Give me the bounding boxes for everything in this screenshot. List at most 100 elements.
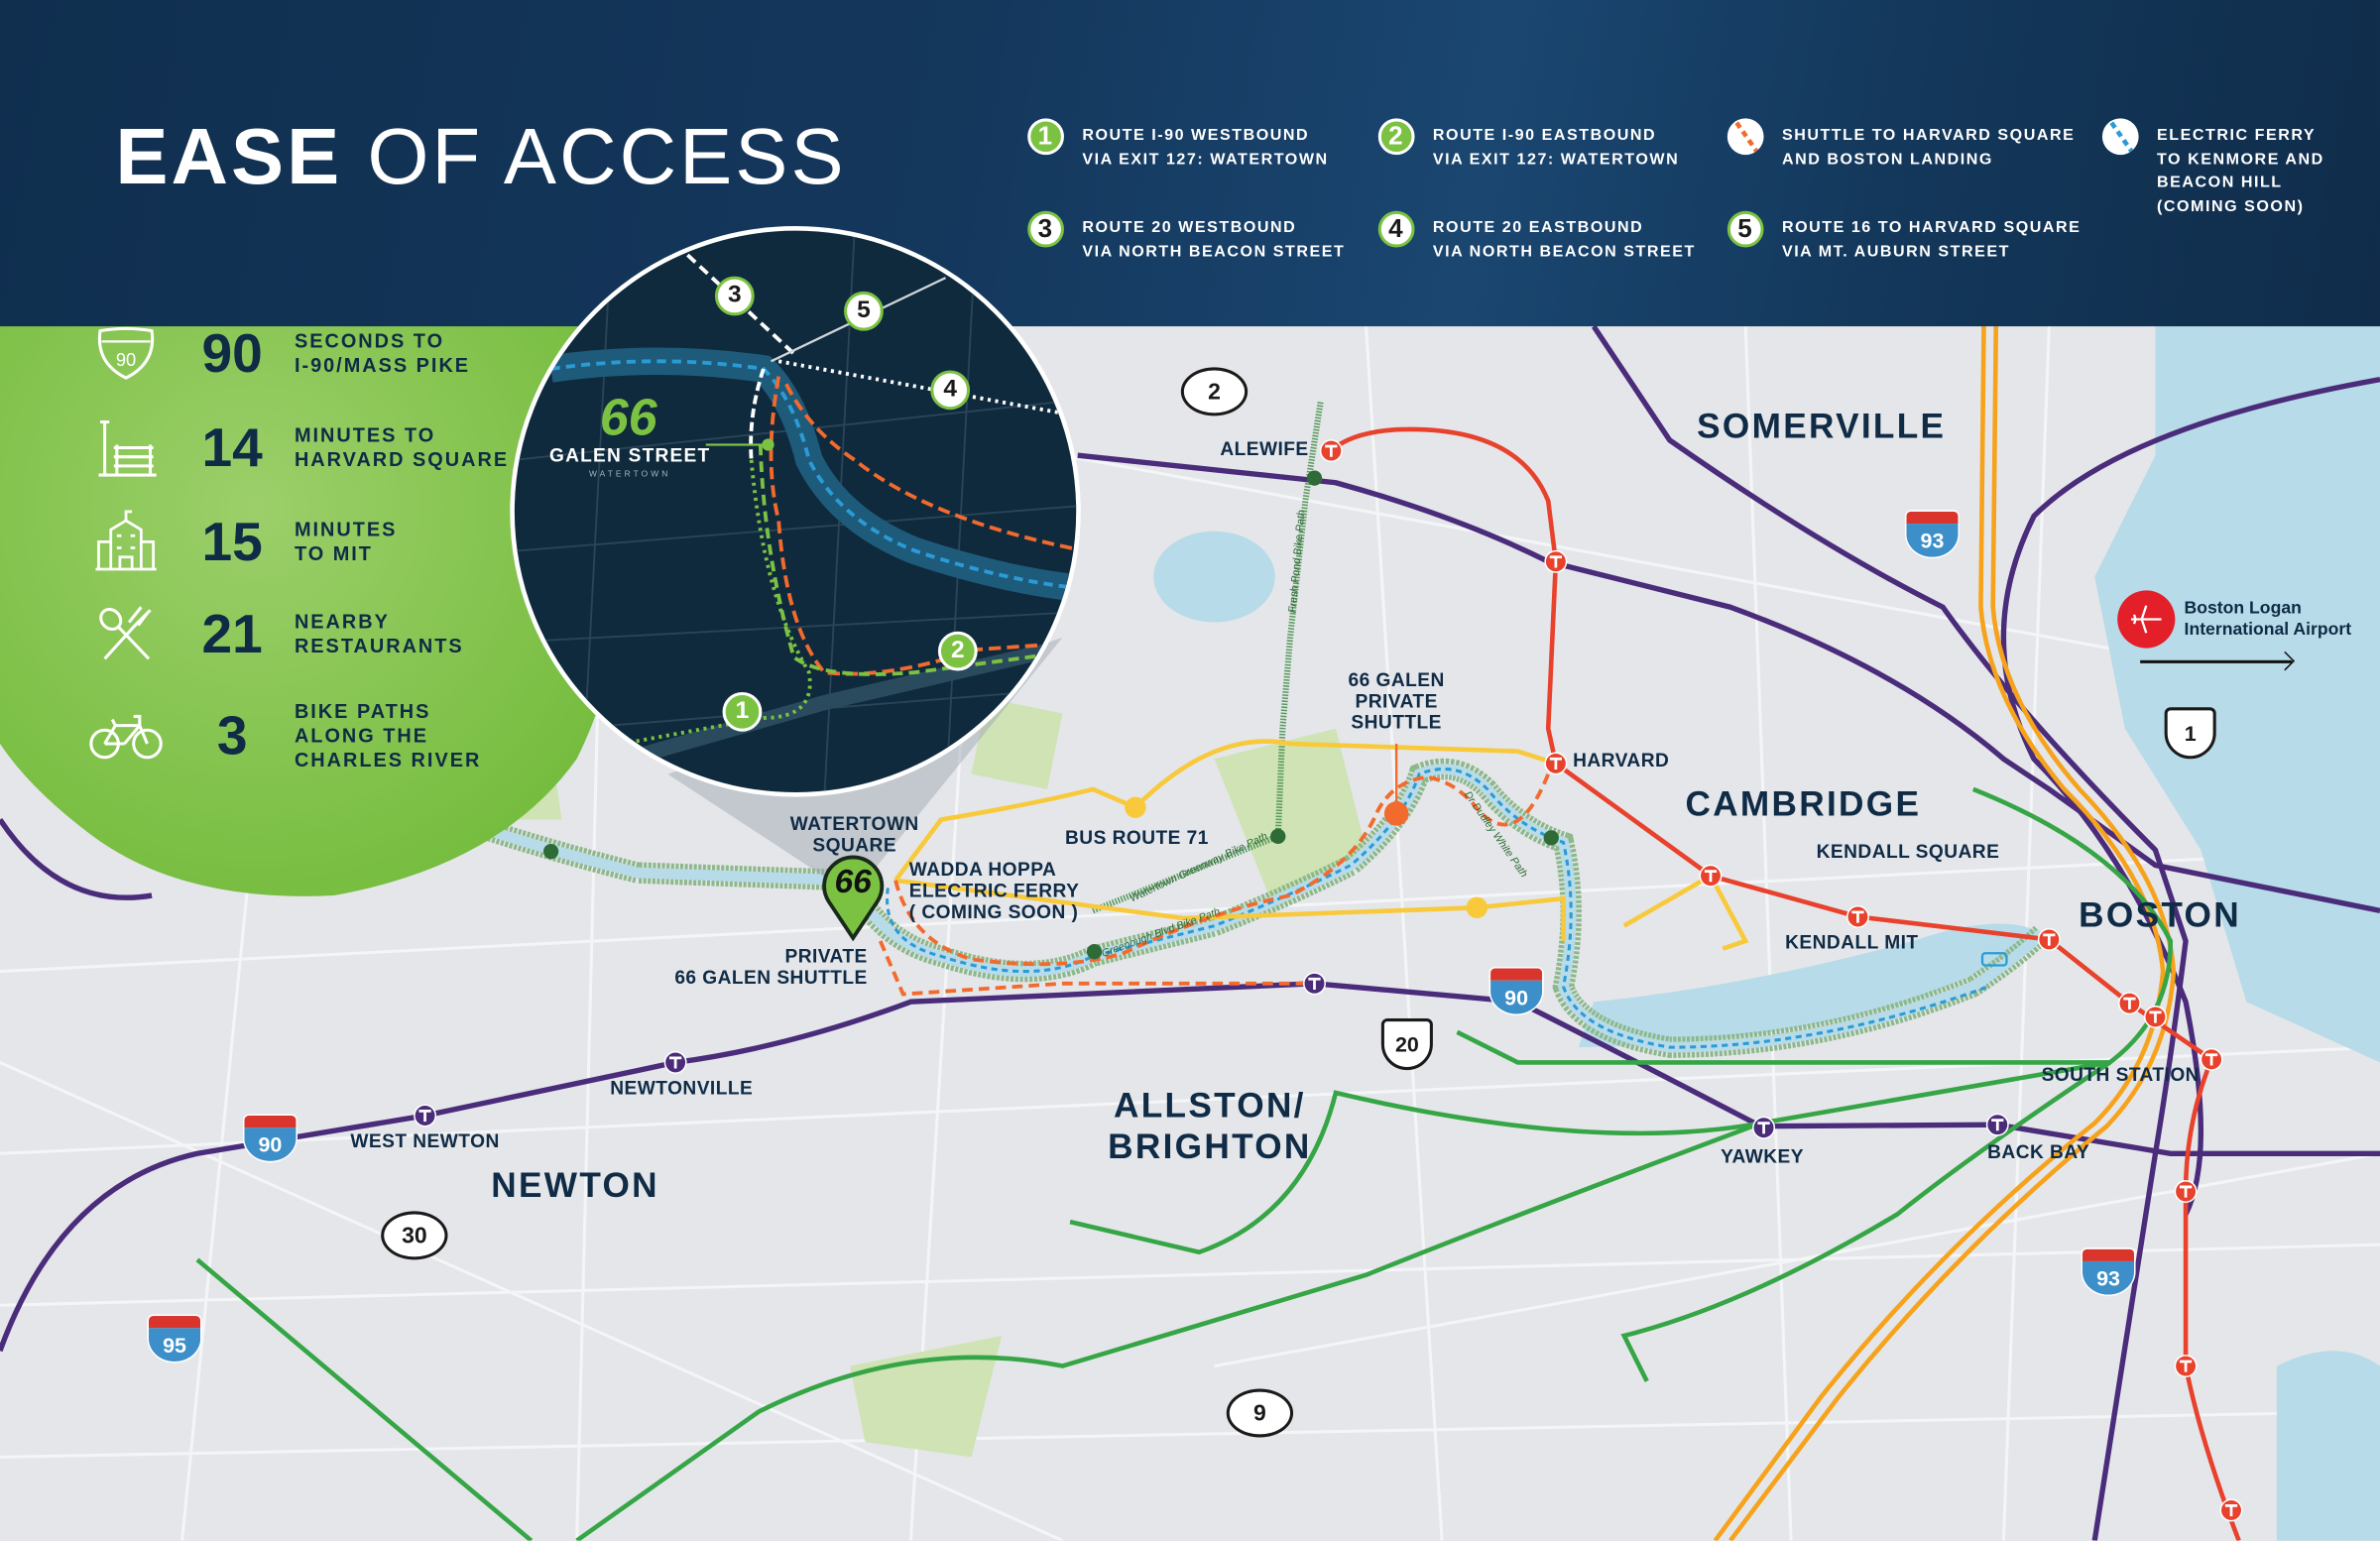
bicycle-icon [85, 703, 168, 770]
inset-map-lines [514, 230, 1077, 792]
park-bench-icon [85, 415, 168, 481]
inset-logo-name: GALEN STREET [548, 444, 711, 466]
bike-icon [1270, 828, 1286, 845]
route-5-badge: 5 [1726, 210, 1764, 248]
t-station-icon [1319, 439, 1343, 463]
pin-label: 66 [834, 862, 872, 900]
stat-number: 3 [216, 704, 248, 767]
station-newtonville: NEWTONVILLE [610, 1077, 754, 1100]
t-station-icon [2037, 927, 2061, 951]
city-label-newton: NEWTON [491, 1164, 659, 1205]
stat-number: 15 [201, 510, 263, 573]
label-electric-ferry: WADDA HOPPA ELECTRIC FERRY ( COMING SOON… [908, 859, 1080, 923]
t-station-icon [2174, 1355, 2198, 1378]
shuttle-line-icon [1726, 118, 1764, 156]
title-light: OF ACCESS [367, 113, 847, 202]
legend-text: ROUTE I-90 WESTBOUND VIA EXIT 127: WATER… [1082, 126, 1329, 169]
stat-item: 15 MINUTES TO MIT [85, 504, 398, 580]
bike-icon [1306, 470, 1323, 486]
stat-item: 14 MINUTES TO HARVARD SQUARE [85, 410, 509, 486]
t-station-icon [1544, 549, 1568, 573]
route-3-badge: 3 [1027, 210, 1064, 248]
route-30-shield: 30 [381, 1211, 448, 1260]
galen-street-location-pin[interactable]: 66 [821, 853, 885, 942]
station-west-newton: WEST NEWTON [350, 1130, 500, 1152]
bike-icon [1086, 944, 1103, 960]
legend-item-ferry: ELECTRIC FERRY TO KENMORE AND BEACON HIL… [2101, 118, 2324, 219]
bike-icon [542, 844, 559, 860]
t-station-icon [1752, 1116, 1776, 1139]
stat-number: 14 [201, 415, 263, 479]
legend-text: ROUTE 16 TO HARVARD SQUARE VIA MT. AUBUR… [1781, 218, 2082, 261]
route-4-badge: 4 [1377, 210, 1415, 248]
t-station-icon [1544, 752, 1568, 775]
shield-number: 93 [1906, 524, 1959, 557]
water-bodies [1153, 326, 2380, 1541]
legend-item-shuttle: SHUTTLE TO HARVARD SQUARE AND BOSTON LAN… [1726, 118, 2076, 172]
legend-text: ROUTE 20 EASTBOUND VIA NORTH BEACON STRE… [1432, 218, 1696, 261]
city-label-somerville: SOMERVILLE [1697, 406, 1947, 446]
interstate-90-icon: 90 [85, 320, 168, 387]
route-1-badge: 1 [1027, 118, 1064, 156]
inset-logo-sub: WATERTOWN [588, 470, 671, 480]
inset-logo-number: 66 [599, 389, 657, 447]
fork-spoon-icon [85, 601, 168, 667]
t-station-icon [1985, 1113, 2009, 1136]
inset-marker-1: 1 [722, 691, 763, 732]
inset-marker-5: 5 [844, 291, 884, 331]
label-galen-private-shuttle: 66 GALEN PRIVATE SHUTTLE [1348, 668, 1445, 734]
interstate-95-shield: 95 [147, 1314, 202, 1363]
bike-path-markers [542, 470, 1559, 960]
university-building-icon [85, 509, 168, 575]
shield-number: 90 [244, 1127, 297, 1161]
shield-number: 95 [148, 1328, 201, 1362]
route-9-shield: 9 [1226, 1388, 1294, 1438]
ferry-dock-icon [1980, 952, 2008, 967]
t-station-icon [1699, 864, 1723, 888]
interstate-93-shield: 93 [1904, 510, 1961, 559]
ferry-line-icon [2101, 118, 2139, 156]
label-bus-route-71: BUS ROUTE 71 [1065, 827, 1209, 849]
t-station-icon [2174, 1180, 2198, 1204]
svg-text:90: 90 [116, 349, 136, 370]
airplane-icon [2117, 590, 2176, 649]
legend-item-route-5: 5 ROUTE 16 TO HARVARD SQUARE VIA MT. AUBU… [1726, 210, 2082, 264]
green-line [195, 786, 2174, 1541]
bike-icon [1543, 830, 1559, 846]
stat-number: 21 [201, 602, 263, 665]
t-station-icon [2117, 992, 2141, 1015]
city-label-allston-brighton: ALLSTON/ BRIGHTON [1108, 1085, 1312, 1166]
legend-text: SHUTTLE TO HARVARD SQUARE AND BOSTON LAN… [1781, 126, 2076, 169]
interstate-90-shield: 90 [242, 1114, 298, 1163]
bus-stop [1125, 796, 1146, 818]
orange-line [1713, 326, 2177, 1541]
legend-item-route-3: 3 ROUTE 20 WESTBOUND VIA NORTH BEACON STR… [1027, 210, 1346, 264]
title-bold: EASE [115, 113, 343, 202]
station-yawkey: YAWKEY [1721, 1145, 1805, 1168]
t-station-icon [2143, 1006, 2167, 1028]
shield-number: 90 [1490, 980, 1543, 1014]
legend-item-route-1: 1 ROUTE I-90 WESTBOUND VIA EXIT 127: WATE… [1027, 118, 1329, 172]
us-20-shield: 20 [1380, 1018, 1433, 1071]
galen-street-inset-map [510, 226, 1081, 797]
page-title: EASE OF ACCESS [115, 112, 846, 203]
t-station-icon [1845, 905, 1869, 928]
station-kendall-mit: KENDALL MIT [1785, 931, 1919, 954]
t-station-icon [2219, 1498, 2243, 1522]
legend-text: ROUTE I-90 EASTBOUND VIA EXIT 127: WATER… [1432, 126, 1680, 169]
inset-marker-3: 3 [714, 276, 755, 316]
label-private-shuttle: PRIVATE 66 GALEN SHUTTLE [674, 945, 868, 989]
shuttle-route [878, 772, 1551, 997]
t-station-icon [2200, 1047, 2223, 1071]
red-line-stations [1319, 439, 2243, 1522]
route-2-shield: 2 [1180, 367, 1249, 416]
station-kendall-square: KENDALL SQUARE [1816, 840, 2000, 863]
stat-label: MINUTES TO HARVARD SQUARE [294, 423, 510, 471]
stat-label: MINUTES TO MIT [294, 517, 398, 565]
stat-label: SECONDS TO I-90/MASS PIKE [294, 329, 471, 377]
legend-text: ROUTE 20 WESTBOUND VIA NORTH BEACON STRE… [1082, 218, 1346, 261]
